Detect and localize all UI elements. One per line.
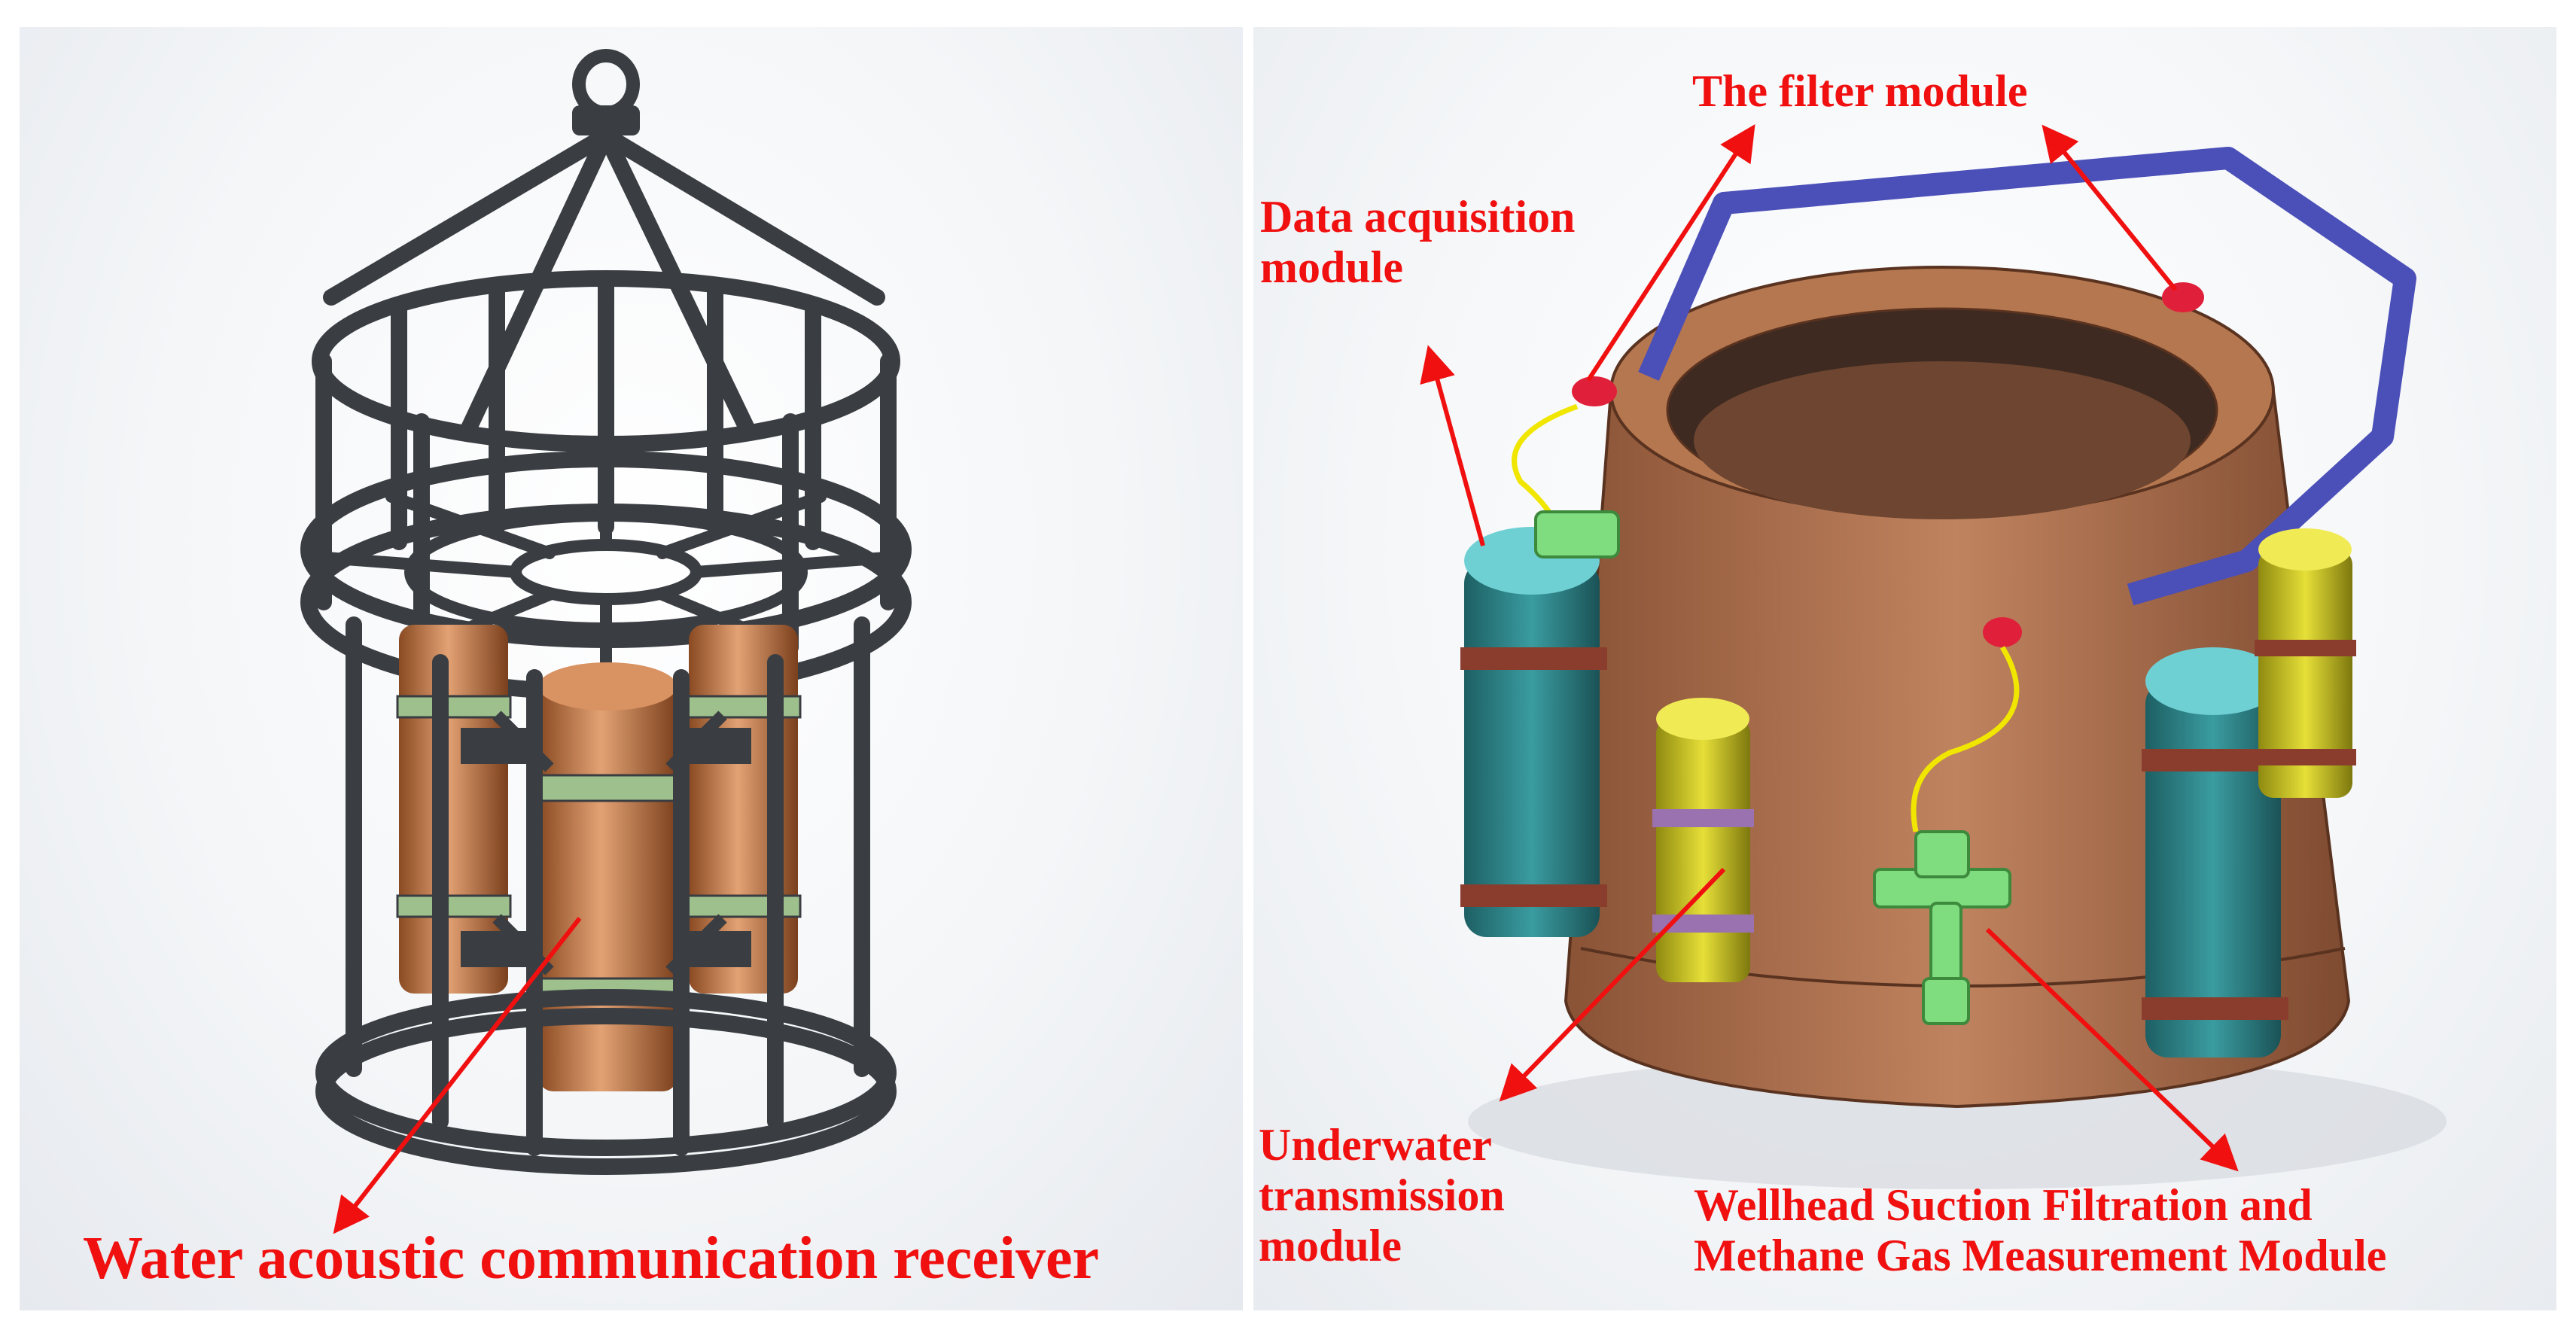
- arrow-wellhead: [1985, 927, 2239, 1172]
- underwater-label-line-1: Underwater: [1259, 1120, 1492, 1170]
- green-valve: [1873, 830, 2011, 1025]
- underwater-label-line-2: transmission: [1259, 1170, 1505, 1221]
- teal-cylinder-left: [1460, 527, 1607, 937]
- yellow-cylinder-back: [2255, 528, 2356, 798]
- wellhead-module-label: Wellhead Suction Filtration and Methane …: [1694, 1180, 2386, 1281]
- data-acquisition-label-line-1: Data acquisition: [1260, 192, 1576, 242]
- receiver-cage-lower: [315, 616, 897, 1175]
- callout-arrows: [333, 123, 2239, 1234]
- teal-cylinder-right: [2142, 647, 2288, 1058]
- arrow-receiver: [333, 917, 582, 1234]
- wellhead-label-line-1: Wellhead Suction Filtration and: [1694, 1180, 2313, 1230]
- underwater-label-line-3: module: [1259, 1221, 1402, 1271]
- arrow-underwater: [1499, 867, 1726, 1102]
- wellhead-label-line-2: Methane Gas Measurement Module: [1694, 1231, 2387, 1281]
- handle: [1638, 147, 2416, 606]
- underwater-transmission-label: Underwater transmission module: [1259, 1120, 1505, 1272]
- filter-module-label: The filter module: [1692, 66, 2028, 116]
- data-acquisition-label: Data acquisition module: [1260, 192, 1575, 293]
- yellow-cylinder-front: [1652, 698, 1754, 982]
- arrow-filter-right: [2042, 124, 2178, 291]
- data-module-block: [1534, 510, 1620, 558]
- arrow-filter-left: [1586, 123, 1755, 382]
- data-acquisition-label-line-2: module: [1260, 242, 1404, 293]
- receiver-label: Water acoustic communication receiver: [83, 1225, 1099, 1292]
- receiver-cage: [300, 49, 912, 701]
- filter-knobs: [1572, 282, 2204, 647]
- arrow-data-acquisition: [1420, 345, 1485, 546]
